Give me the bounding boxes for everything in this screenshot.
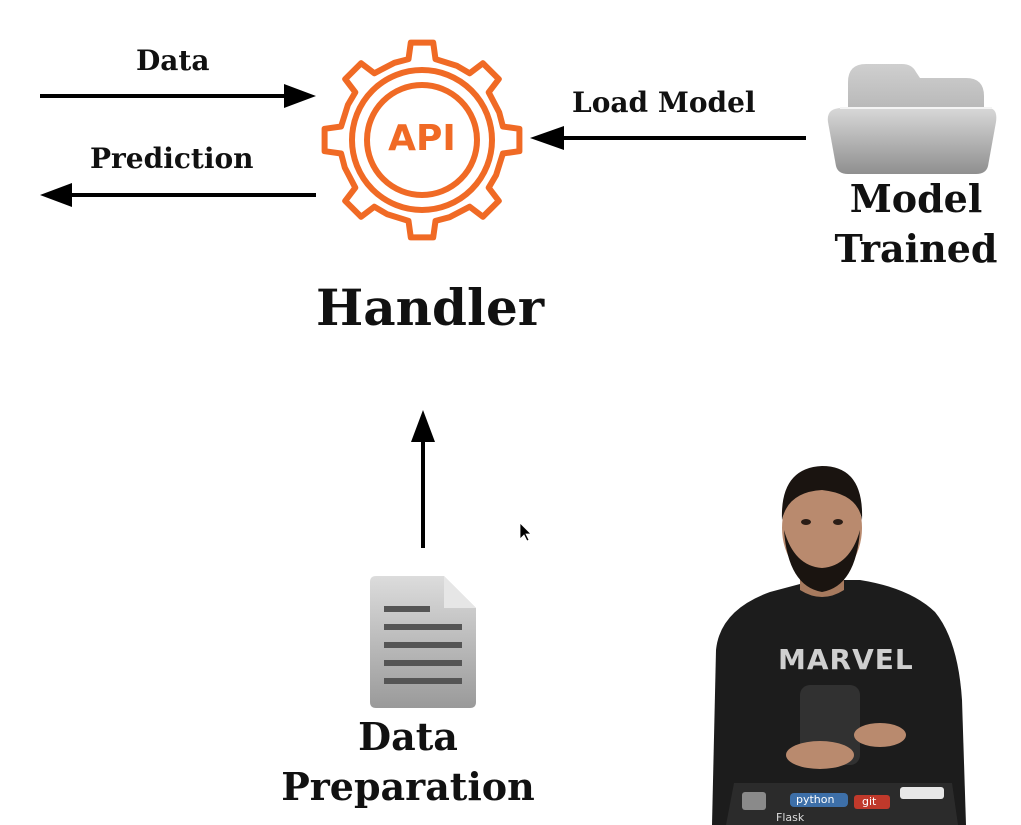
data-preparation-line-1: Data xyxy=(358,714,458,759)
sticker-python: python xyxy=(796,793,835,806)
model-trained-line-2: Trained xyxy=(834,226,998,271)
data-preparation-label: Data Preparation xyxy=(270,712,546,812)
load-model-arrow xyxy=(530,126,806,150)
document-icon xyxy=(370,576,476,708)
data-prep-up-arrow xyxy=(411,410,435,548)
shirt-text: MARVEL xyxy=(778,643,914,676)
api-badge-text: API xyxy=(388,118,456,159)
presenter-image xyxy=(712,466,966,825)
data-label: Data xyxy=(136,44,210,77)
api-gear-icon xyxy=(321,39,523,241)
folder-icon xyxy=(827,64,997,174)
data-preparation-line-2: Preparation xyxy=(281,764,535,809)
mouse-cursor-icon xyxy=(519,522,532,542)
sticker-git: git xyxy=(862,795,877,808)
handler-title: Handler xyxy=(316,278,545,337)
prediction-out-arrow xyxy=(40,183,316,207)
load-model-label: Load Model xyxy=(572,86,756,119)
data-in-arrow xyxy=(40,84,316,108)
model-trained-label: Model Trained xyxy=(818,174,1014,274)
prediction-label: Prediction xyxy=(90,142,254,175)
model-trained-line-1: Model xyxy=(849,176,983,221)
sticker-flask: Flask xyxy=(776,811,805,824)
